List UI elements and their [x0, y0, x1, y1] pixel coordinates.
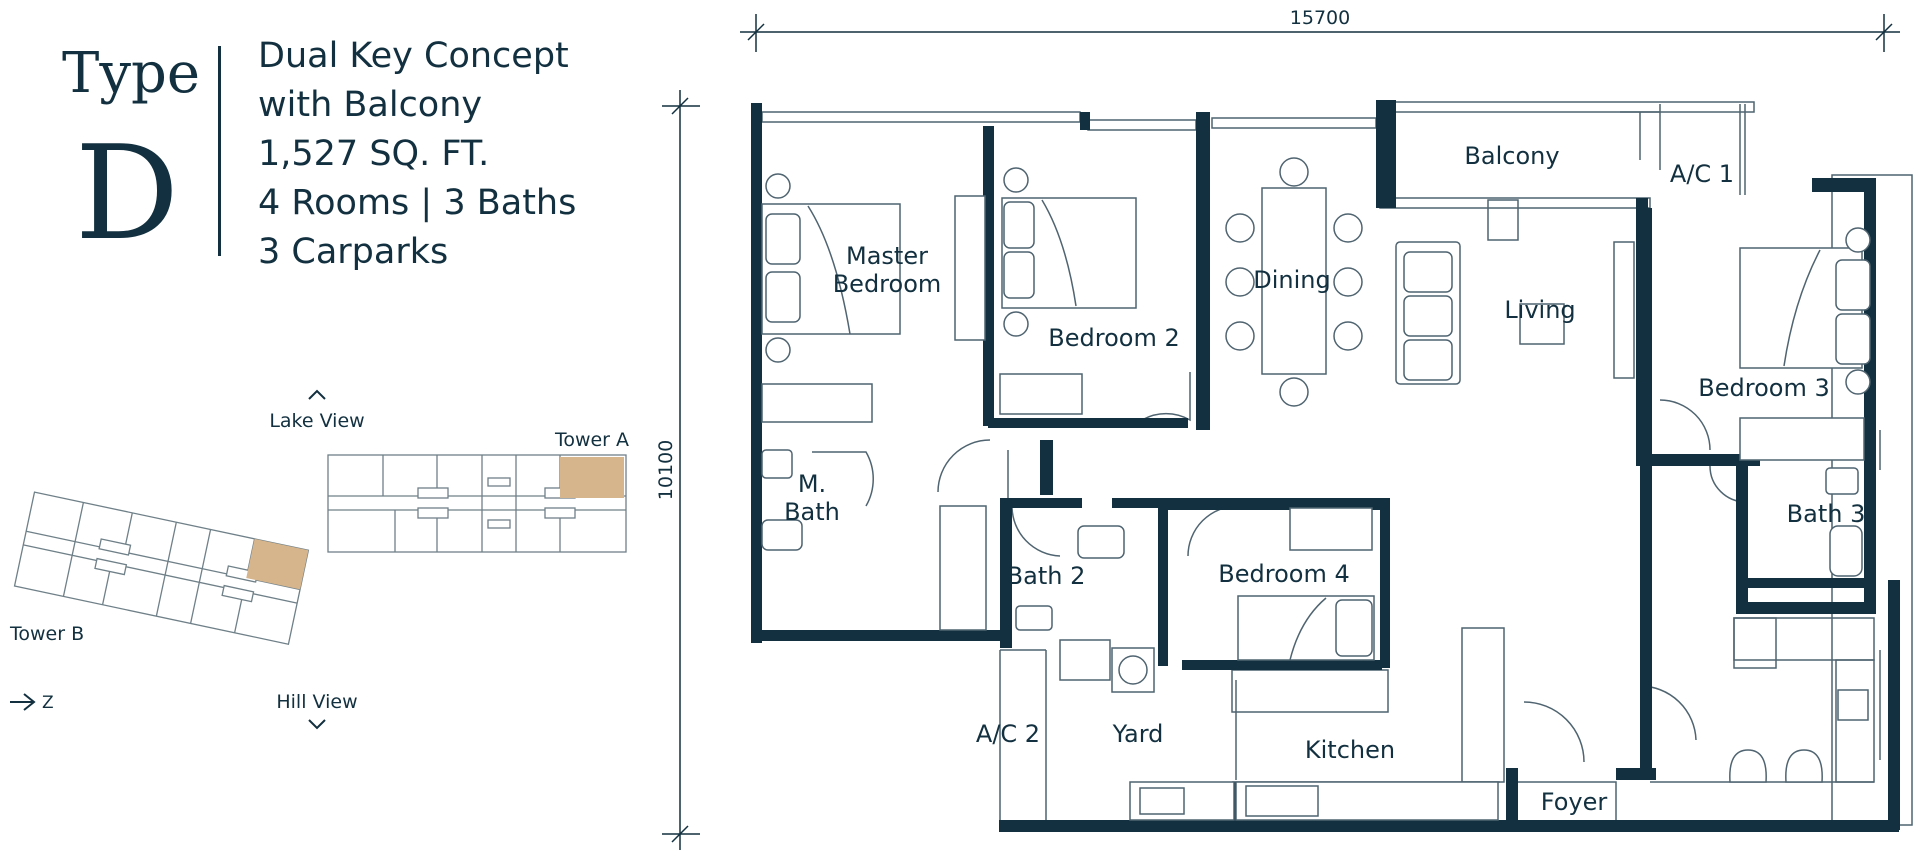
living-label: Living — [1504, 296, 1575, 324]
bedroom3-label: Bedroom 3 — [1698, 374, 1829, 402]
tower-b-block — [13, 491, 310, 645]
lake-view-label: Lake View — [269, 410, 364, 432]
bedroom2-label: Bedroom 2 — [1048, 324, 1179, 352]
north-arrow-icon — [10, 693, 36, 711]
type-label: Type — [62, 41, 200, 106]
structural-walls — [751, 100, 1900, 832]
width-dimension-line — [740, 14, 1900, 52]
room-labels: Balcony A/C 1 Master Bedroom Bedroom 2 D… — [784, 142, 1865, 816]
tower-b-label: Tower B — [9, 623, 84, 645]
bedroom4-label: Bedroom 4 — [1218, 560, 1349, 588]
lake-view-arrow-icon — [308, 389, 326, 400]
unit-spec-list: Dual Key Concept with Balcony 1,527 SQ. … — [258, 32, 576, 277]
furniture — [761, 157, 1871, 821]
master-bedroom-label-line1: Master — [846, 242, 928, 270]
yard-label: Yard — [1112, 720, 1164, 748]
north-label: Z — [42, 693, 54, 713]
kitchen-label: Kitchen — [1305, 736, 1395, 764]
spec-rooms-baths: 4 Rooms | 3 Baths — [258, 183, 577, 223]
type-letter: D — [74, 117, 180, 269]
ac2-label: A/C 2 — [976, 720, 1040, 748]
mbath-label-line2: Bath — [784, 498, 840, 526]
spec-balcony: with Balcony — [258, 85, 483, 125]
bath2-label: Bath 2 — [1007, 562, 1086, 590]
hill-view-arrow-icon — [308, 719, 326, 730]
bath3-label: Bath 3 — [1787, 500, 1866, 528]
tower-a-label: Tower A — [554, 429, 629, 451]
mbath-label-line1: M. — [798, 470, 826, 498]
foyer-label: Foyer — [1541, 788, 1608, 816]
spec-concept: Dual Key Concept — [258, 36, 569, 76]
width-dimension: 15700 — [1290, 7, 1350, 29]
tower-a-unit-highlight — [560, 457, 624, 498]
ac1-label: A/C 1 — [1670, 160, 1734, 188]
title-divider — [218, 46, 221, 256]
spec-area: 1,527 SQ. FT. — [258, 134, 490, 174]
height-dimension: 10100 — [655, 440, 677, 500]
hill-view-label: Hill View — [276, 691, 357, 713]
dining-label: Dining — [1253, 266, 1330, 294]
height-dimension-line — [662, 90, 700, 850]
spec-carparks: 3 Carparks — [258, 232, 449, 272]
master-bedroom-label-line2: Bedroom — [833, 270, 942, 298]
balcony-label: Balcony — [1464, 142, 1559, 170]
